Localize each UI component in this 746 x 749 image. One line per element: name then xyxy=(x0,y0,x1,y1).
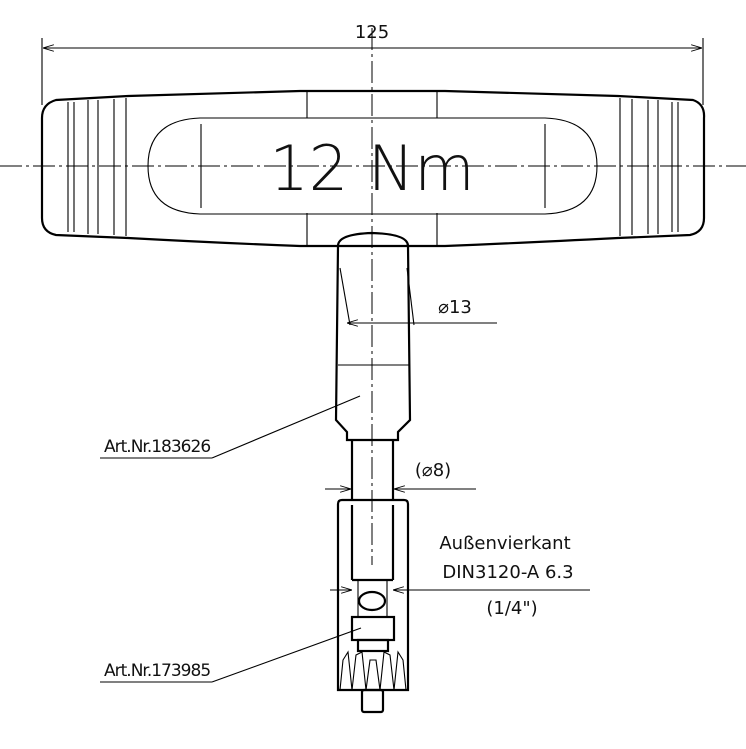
part-number-handle: Art.Nr.183626 xyxy=(104,437,210,457)
handle-marking: 12 Nm xyxy=(269,132,474,205)
drive-dimension: Außenvierkant DIN3120-A 6.3 (1/4") xyxy=(330,533,590,619)
shaft-diameter-value: ⌀13 xyxy=(438,297,472,318)
shaft-diameter-dimension: ⌀13 xyxy=(347,297,497,323)
bit-holder xyxy=(336,498,410,714)
overall-width-value: 125 xyxy=(355,22,389,43)
neck-diameter-value: (⌀8) xyxy=(415,460,451,481)
shaft xyxy=(334,231,415,500)
neck-diameter-dimension: (⌀8) xyxy=(325,460,476,489)
drive-label-line1: Außenvierkant xyxy=(439,533,570,554)
t-handle: 12 Nm xyxy=(40,89,706,248)
leader-bit-holder-part: Art.Nr.173985 xyxy=(100,627,362,683)
drive-label-line2: DIN3120-A 6.3 xyxy=(442,562,573,583)
overall-width-dimension: 125 xyxy=(41,22,704,105)
leader-handle-part: Art.Nr.183626 xyxy=(100,395,361,459)
part-number-bit-holder: Art.Nr.173985 xyxy=(104,661,210,681)
drive-label-line3: (1/4") xyxy=(486,598,537,619)
